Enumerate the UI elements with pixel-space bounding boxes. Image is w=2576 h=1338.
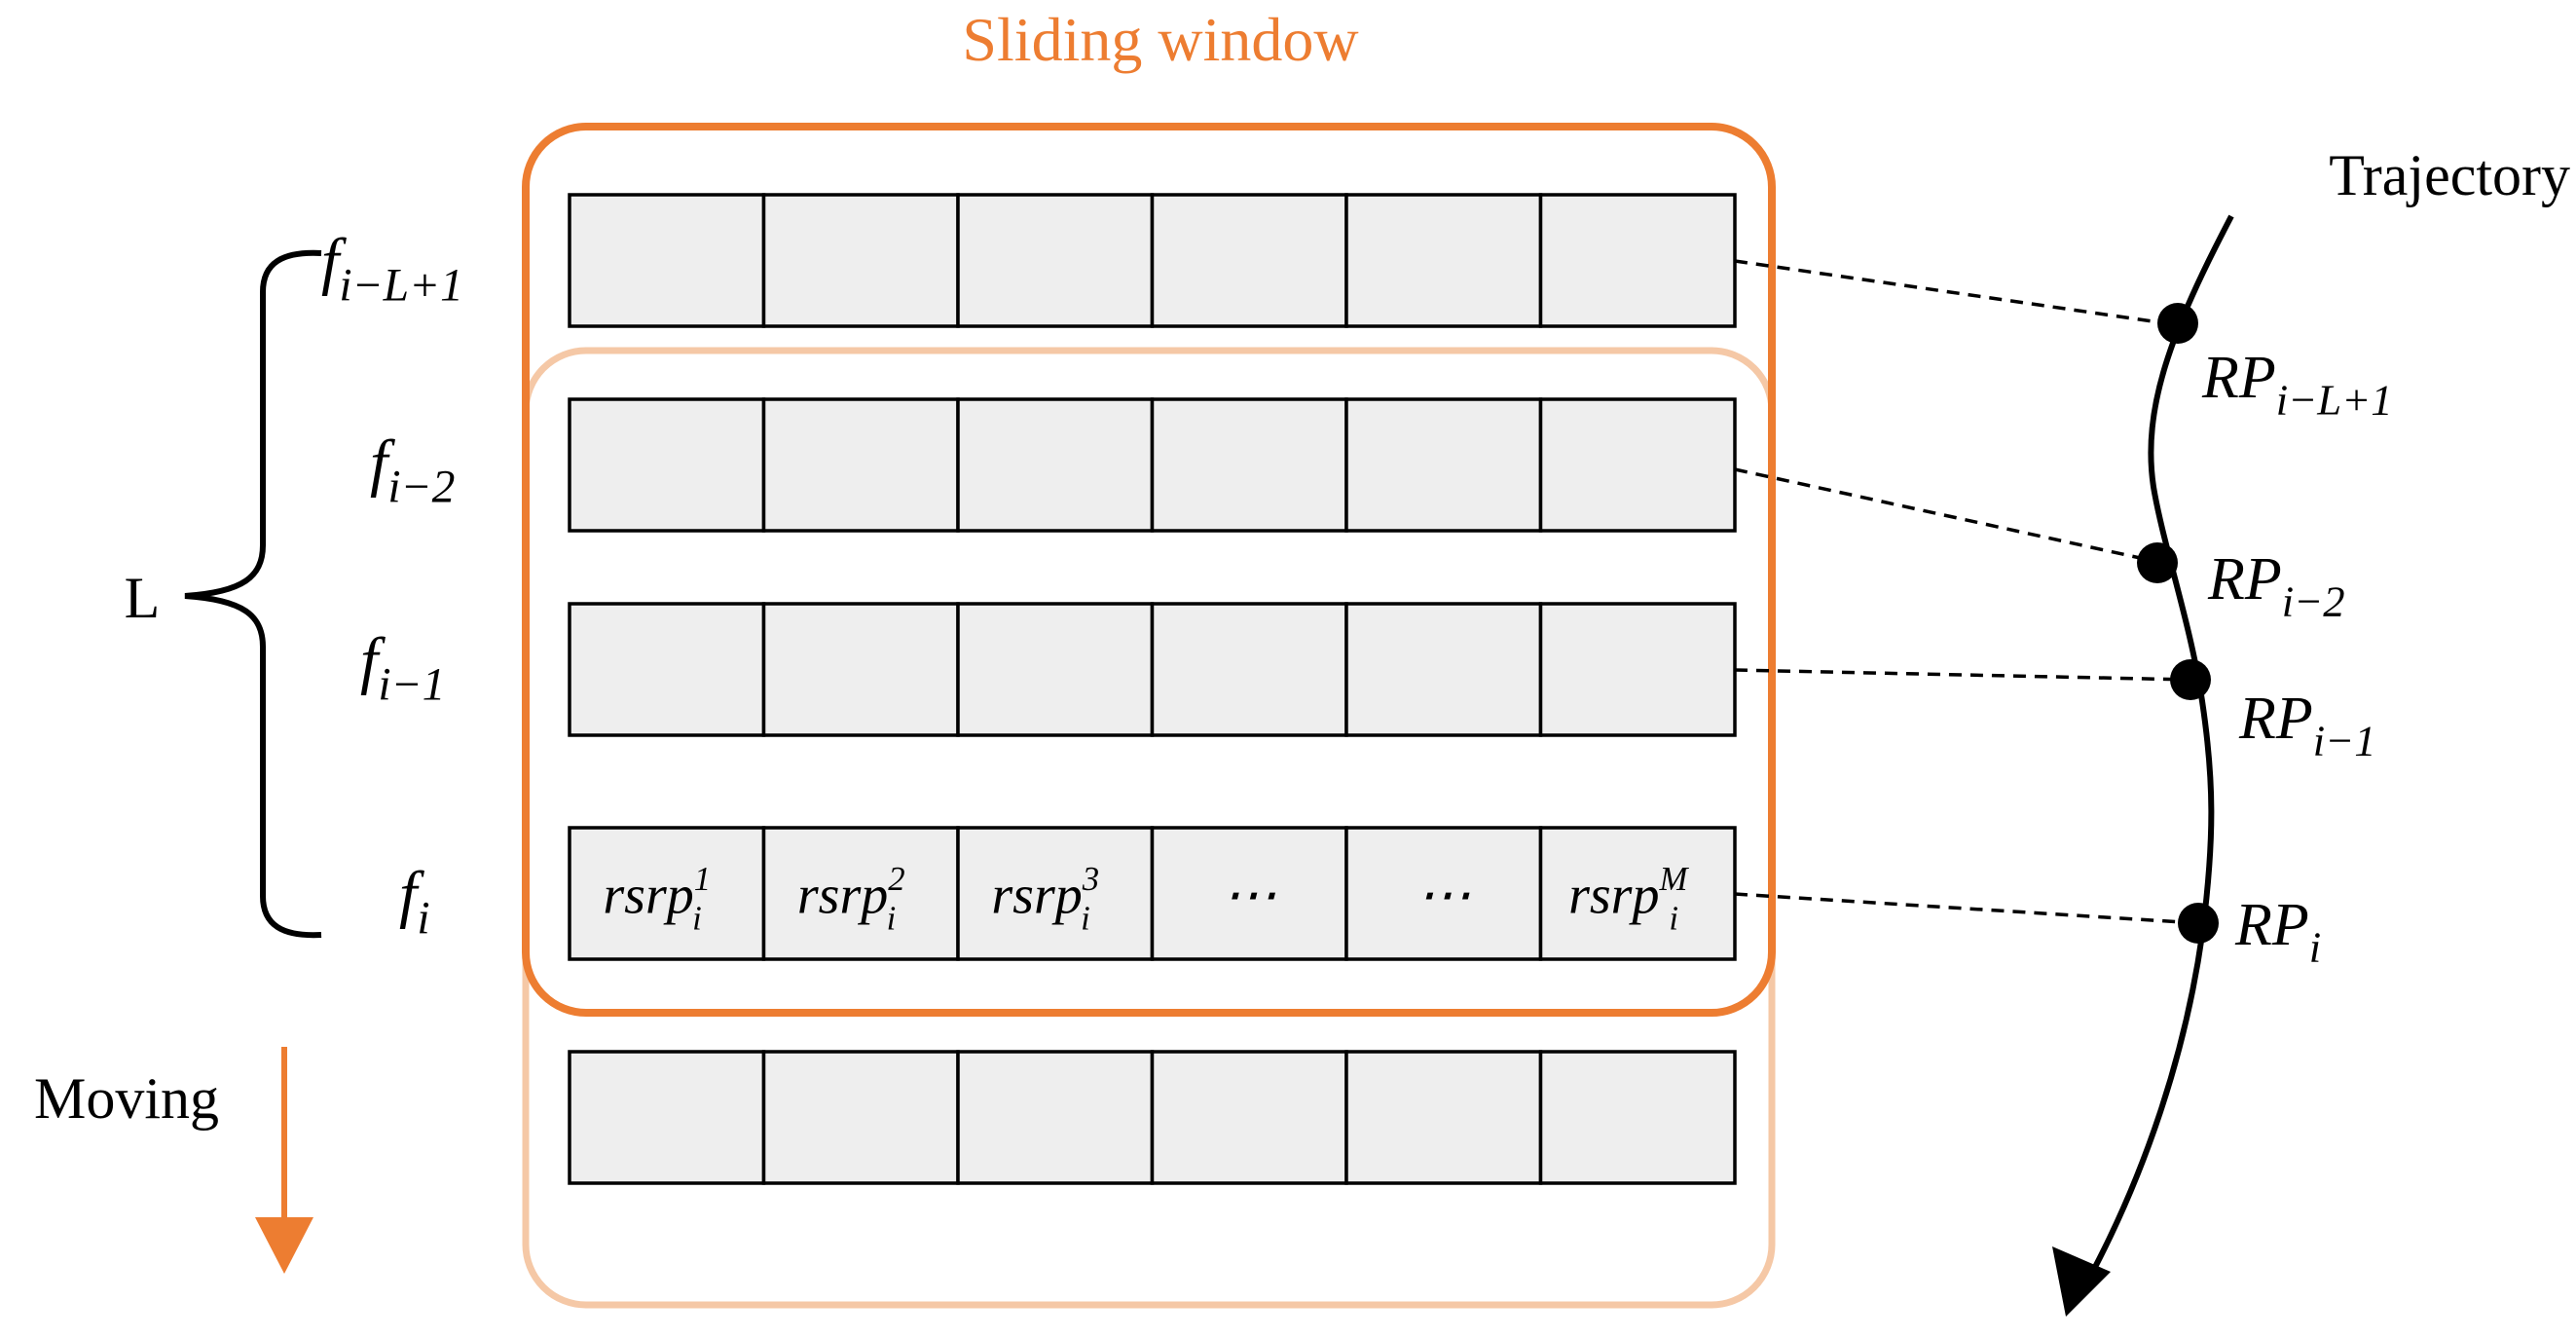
feature-cell-text-subscript: i bbox=[887, 899, 897, 937]
feature-cell bbox=[1344, 602, 1543, 737]
reference-point-dot bbox=[2137, 542, 2178, 583]
reference-point-label-base: RP bbox=[2234, 892, 2309, 958]
sliding-window-frame bbox=[522, 123, 1776, 1017]
reference-point-label-subscript: i bbox=[2309, 922, 2321, 971]
feature-cell bbox=[1538, 1050, 1737, 1185]
feature-cell bbox=[1150, 397, 1348, 533]
reference-point-label: RPi−L+1 bbox=[2201, 345, 2393, 424]
feature-cell-text: ⋯ bbox=[1417, 866, 1471, 926]
feature-cell-text-subscript: i bbox=[1669, 899, 1678, 937]
feature-cell bbox=[568, 193, 766, 328]
moving-arrow-head bbox=[255, 1217, 313, 1274]
reference-point-label-subscript: i−2 bbox=[2282, 576, 2345, 625]
row-label: fi−2 bbox=[370, 427, 455, 512]
feature-cell bbox=[956, 826, 1155, 961]
feature-cell bbox=[761, 602, 960, 737]
feature-cell-text-base: rsrp bbox=[1568, 866, 1659, 926]
reference-point-label-base: RP bbox=[2201, 345, 2276, 411]
reference-point-label: RPi−1 bbox=[2238, 686, 2376, 764]
feature-cell bbox=[1344, 193, 1543, 328]
feature-cell bbox=[1150, 602, 1348, 737]
reference-point-dot bbox=[2178, 903, 2219, 944]
feature-cell-text-superscript: 1 bbox=[694, 860, 711, 898]
feature-cell bbox=[1150, 193, 1348, 328]
diagram-title: Sliding window bbox=[962, 5, 1358, 74]
reference-point-label-subscript: i−1 bbox=[2313, 716, 2376, 764]
feature-cell bbox=[568, 397, 766, 533]
feature-cell bbox=[568, 1050, 766, 1185]
row-labels: fi−L+1 fi−2 fi−1 fi bbox=[321, 226, 463, 944]
row-label: fi bbox=[399, 859, 430, 944]
feature-cell bbox=[1150, 826, 1348, 961]
feature-cell bbox=[761, 397, 960, 533]
feature-cell-text-base: ⋯ bbox=[1417, 866, 1471, 926]
row-label: fi−1 bbox=[360, 625, 445, 710]
reference-point-dot bbox=[2170, 659, 2211, 700]
feature-cell bbox=[1538, 826, 1737, 961]
feature-cell-text-base: rsrp bbox=[603, 866, 693, 926]
feature-cell-text-base: rsrp bbox=[991, 866, 1082, 926]
trajectory-curve bbox=[2090, 214, 2234, 1273]
feature-cell bbox=[761, 826, 960, 961]
feature-cell bbox=[956, 1050, 1155, 1185]
window-size-label: L bbox=[125, 566, 161, 630]
feature-cell-text-subscript: i bbox=[692, 899, 702, 937]
feature-row bbox=[568, 397, 1737, 533]
moving-label: Moving bbox=[34, 1066, 219, 1131]
reference-point-label-subscript: i−L+1 bbox=[2276, 375, 2393, 424]
feature-cell bbox=[1538, 193, 1737, 328]
feature-cell bbox=[956, 397, 1155, 533]
feature-cell-text-superscript: 3 bbox=[1082, 860, 1099, 898]
feature-cell-text-subscript: i bbox=[1081, 899, 1090, 937]
feature-cell bbox=[1150, 1050, 1348, 1185]
feature-cell-text-superscript: M bbox=[1658, 860, 1689, 898]
feature-cell bbox=[1344, 826, 1543, 961]
feature-cell-text-superscript: 2 bbox=[888, 860, 904, 898]
feature-cell bbox=[1344, 1050, 1543, 1185]
feature-cell bbox=[761, 193, 960, 328]
connector-line bbox=[1734, 467, 2154, 563]
connector-line bbox=[1734, 892, 2199, 925]
feature-cell bbox=[1538, 397, 1737, 533]
feature-row bbox=[568, 1050, 1737, 1185]
reference-point-label: RPi−2 bbox=[2207, 546, 2345, 625]
feature-cell bbox=[956, 602, 1155, 737]
trajectory-arrow-head bbox=[2052, 1246, 2111, 1317]
row-label: fi−L+1 bbox=[321, 226, 463, 311]
row-label-subscript: i−2 bbox=[387, 462, 455, 512]
feature-cell bbox=[568, 602, 766, 737]
row-label-subscript: i bbox=[417, 893, 429, 944]
feature-cell-text-base: rsrp bbox=[797, 866, 888, 926]
trajectory-label: Trajectory bbox=[2329, 143, 2570, 207]
feature-cell bbox=[1344, 397, 1543, 533]
reference-point-label-base: RP bbox=[2238, 686, 2313, 752]
feature-cell bbox=[956, 193, 1155, 328]
feature-cell bbox=[761, 1050, 960, 1185]
window-size-brace bbox=[184, 249, 322, 939]
reference-point-dot bbox=[2157, 303, 2198, 344]
feature-cell-text: ⋯ bbox=[1222, 866, 1276, 926]
feature-cell bbox=[1538, 602, 1737, 737]
row-label-subscript: i−L+1 bbox=[339, 260, 463, 311]
connector-line bbox=[1734, 259, 2167, 325]
row-label-subscript: i−1 bbox=[378, 659, 445, 710]
feature-row bbox=[568, 193, 1737, 328]
feature-cell-text-base: ⋯ bbox=[1222, 866, 1276, 926]
reference-point-label-base: RP bbox=[2207, 546, 2282, 613]
feature-row bbox=[568, 602, 1737, 737]
reference-point-label: RPi bbox=[2234, 892, 2321, 971]
connector-line bbox=[1734, 668, 2191, 682]
